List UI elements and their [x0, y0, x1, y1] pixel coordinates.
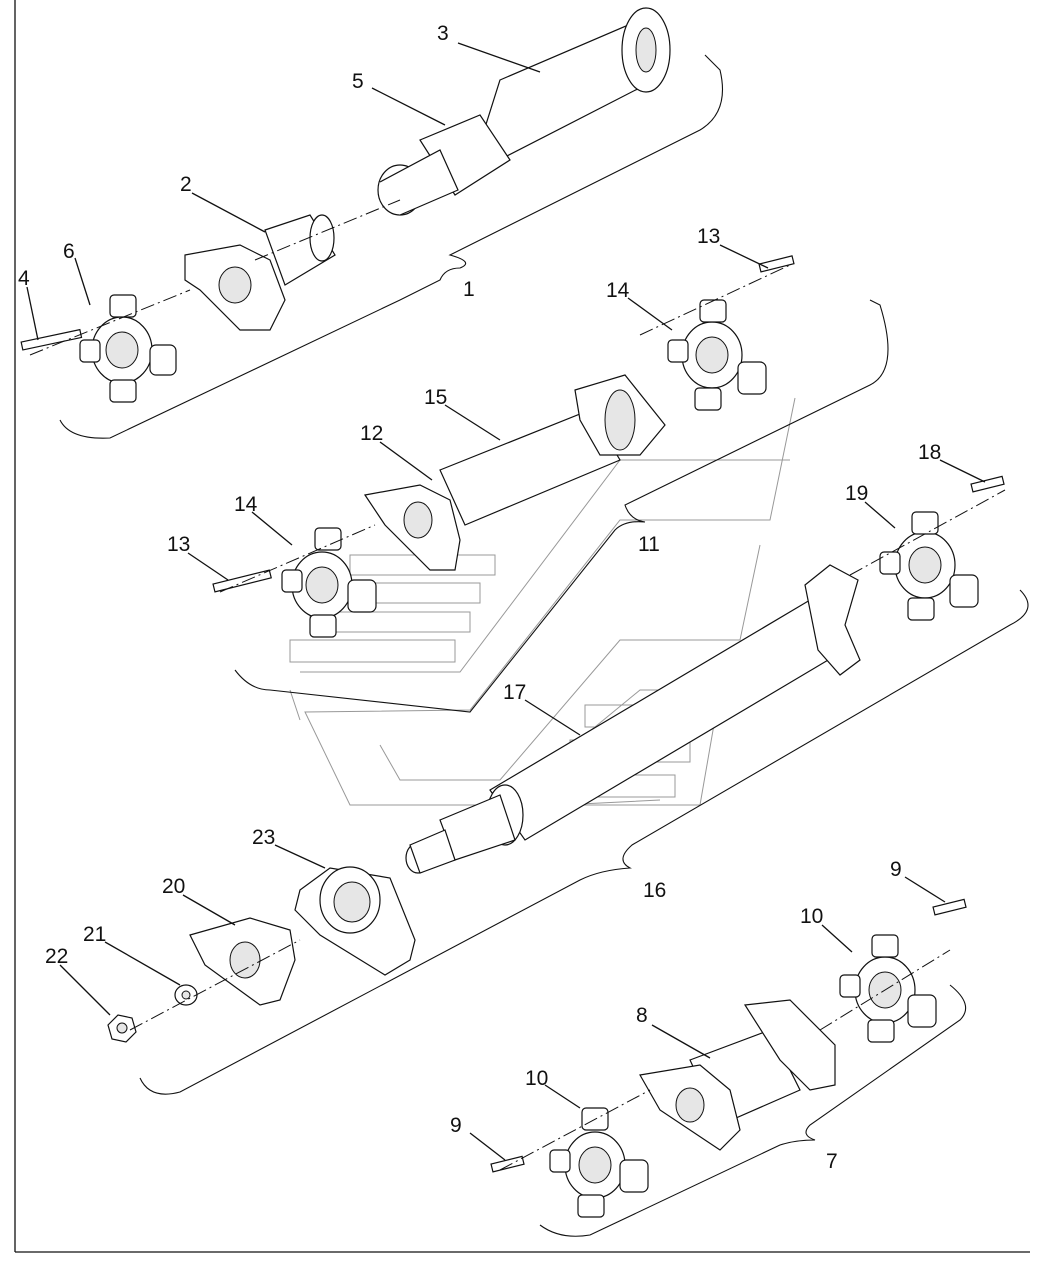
bolt-13-lower — [212, 569, 272, 593]
callout-18: 18 — [918, 441, 941, 464]
centerline-6 — [849, 489, 1006, 576]
callout-14-upper: 14 — [606, 279, 630, 302]
centerline-3 — [219, 524, 376, 593]
callout-10-upper: 10 — [800, 905, 823, 928]
slip-tube-5 — [377, 114, 511, 216]
callout-16: 16 — [643, 879, 666, 902]
callout-2: 2 — [180, 173, 192, 196]
bolt-18 — [970, 475, 1005, 493]
callout-23: 23 — [252, 826, 275, 849]
shaft-tube-15 — [439, 374, 666, 526]
nut-22 — [107, 1014, 137, 1043]
leader-lines — [26, 42, 986, 1161]
yoke-12 — [363, 484, 461, 571]
callout-9-upper: 9 — [890, 858, 902, 881]
callout-13-upper: 13 — [697, 225, 720, 248]
centerline-5 — [129, 939, 301, 1031]
group-1-bracket — [59, 54, 724, 439]
callout-5: 5 — [352, 70, 364, 93]
washer-21 — [174, 984, 198, 1006]
centerline-2 — [254, 199, 401, 261]
bearing-23 — [294, 866, 416, 976]
callout-14-lower: 14 — [234, 493, 258, 516]
u-joint-14-upper — [667, 299, 767, 411]
callout-20: 20 — [162, 875, 185, 898]
callout-13-lower: 13 — [167, 533, 190, 556]
centerline-8 — [819, 949, 951, 1031]
bolt-9-upper — [932, 898, 967, 916]
callout-12: 12 — [360, 422, 383, 445]
callout-7: 7 — [826, 1150, 838, 1173]
shaft-tube-3 — [468, 7, 671, 177]
centerline-4 — [639, 264, 791, 336]
callout-22: 22 — [45, 945, 68, 968]
bolt-13-upper — [758, 255, 795, 273]
callout-1: 1 — [463, 278, 475, 301]
callout-10-lower: 10 — [525, 1067, 548, 1090]
u-joint-19 — [879, 511, 979, 621]
callout-17: 17 — [503, 681, 526, 704]
callout-4: 4 — [18, 267, 30, 290]
group-16-bracket — [139, 589, 1029, 1095]
shaft-tube-17 — [405, 564, 861, 874]
u-joint-14-lower — [281, 527, 377, 638]
u-joint-10-lower — [549, 1107, 649, 1218]
u-joint-6 — [79, 294, 177, 403]
callout-9-lower: 9 — [450, 1114, 462, 1137]
centerline-1 — [29, 289, 191, 356]
callout-labels: 1 2 3 4 5 6 7 8 9 9 10 10 11 12 13 13 14… — [18, 22, 941, 1173]
centerline-7 — [499, 1089, 651, 1171]
bolt-9-lower — [490, 1155, 525, 1173]
group-7-bracket — [539, 984, 967, 1237]
bolt-4 — [20, 328, 83, 351]
callout-21: 21 — [83, 923, 106, 946]
callout-11: 11 — [638, 533, 660, 556]
slip-yoke-2 — [184, 214, 336, 331]
callout-8: 8 — [636, 1004, 648, 1027]
callout-19: 19 — [845, 482, 868, 505]
callout-6: 6 — [63, 240, 75, 263]
callout-15: 15 — [424, 386, 447, 409]
group-11-bracket — [234, 299, 889, 713]
yoke-20 — [189, 917, 296, 1006]
callout-3: 3 — [437, 22, 449, 45]
shaft-tube-8 — [639, 999, 836, 1151]
